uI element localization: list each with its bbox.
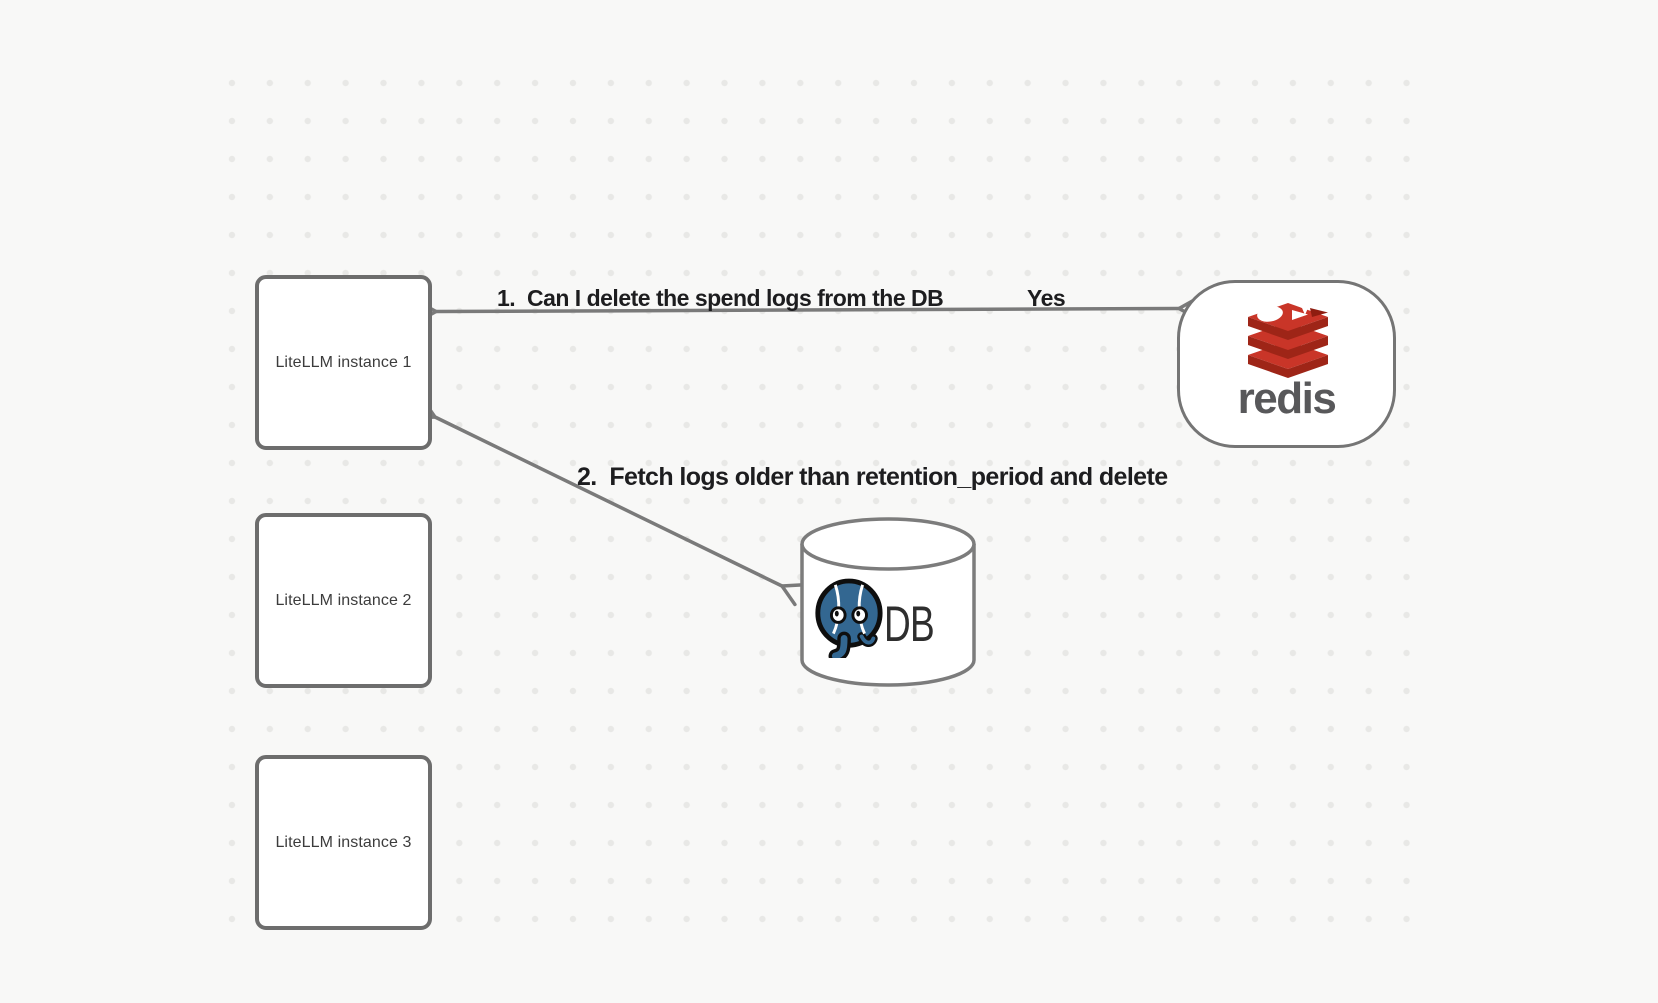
postgresql-elephant-icon (815, 578, 883, 658)
node-litellm-instance-2-label: LiteLLM instance 2 (275, 591, 412, 609)
redis-stack-icon (1248, 295, 1328, 378)
edge-litellm1-db-arrow (410, 396, 807, 607)
edge1-question-label: 1. Can I delete the spend logs from the … (497, 285, 944, 311)
node-litellm-instance-2: LiteLLM instance 2 (255, 513, 432, 688)
db-node-label: DB (884, 596, 935, 652)
edge1-response-label: Yes (1027, 285, 1066, 311)
redis-wordmark: redis (1237, 374, 1337, 423)
node-litellm-instance-1: LiteLLM instance 1 (255, 275, 432, 450)
node-litellm-instance-1-label: LiteLLM instance 1 (275, 353, 412, 371)
edge-litellm1-redis-arrow (414, 295, 1201, 325)
node-redis: redis (1177, 280, 1396, 448)
node-litellm-instance-3: LiteLLM instance 3 (255, 755, 432, 930)
edge2-action-label: 2. Fetch logs older than retention_perio… (577, 463, 1168, 491)
node-litellm-instance-3-label: LiteLLM instance 3 (275, 833, 412, 851)
